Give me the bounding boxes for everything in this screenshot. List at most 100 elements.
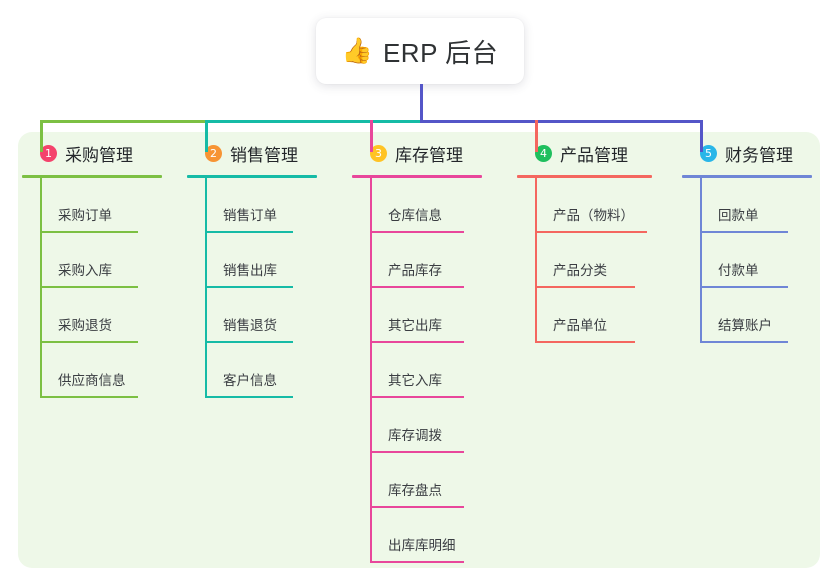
leaf-label: 其它出库 bbox=[388, 318, 442, 333]
leaf-node[interactable]: 产品分类 bbox=[517, 233, 652, 288]
leaf-node[interactable]: 采购入库 bbox=[22, 233, 162, 288]
leaf-node[interactable]: 产品（物料） bbox=[517, 178, 652, 233]
branch-items-3: 仓库信息产品库存其它出库其它入库库存调拨库存盘点出库库明细 bbox=[352, 178, 482, 563]
branch-underline-2 bbox=[187, 175, 317, 178]
leaf-label: 产品（物料） bbox=[553, 208, 634, 223]
bus-segment-indigo bbox=[420, 120, 703, 123]
leaf-underline bbox=[700, 286, 788, 288]
leaf-label: 仓库信息 bbox=[388, 208, 442, 223]
leaf-node[interactable]: 回款单 bbox=[682, 178, 812, 233]
leaf-underline bbox=[205, 396, 293, 398]
root-stem bbox=[420, 84, 423, 123]
leaf-underline bbox=[370, 286, 464, 288]
branch-rail-3 bbox=[370, 178, 372, 563]
leaf-node[interactable]: 客户信息 bbox=[187, 343, 317, 398]
leaf-label: 采购退货 bbox=[58, 318, 112, 333]
root-title: ERP 后台 bbox=[382, 37, 499, 68]
branch-title-4: 产品管理 bbox=[560, 145, 628, 165]
branch-items-5: 回款单付款单结算账户 bbox=[682, 178, 812, 343]
branch-underline-4 bbox=[517, 175, 652, 178]
branch-underline-1 bbox=[22, 175, 162, 178]
leaf-underline bbox=[535, 231, 647, 233]
leaf-node[interactable]: 其它出库 bbox=[352, 288, 482, 343]
branch-column-5: 5 财务管理回款单付款单结算账户 bbox=[682, 139, 812, 343]
branch-items-2: 销售订单销售出库销售退货客户信息 bbox=[187, 178, 317, 398]
branch-drop-4 bbox=[535, 120, 538, 152]
branch-header-2[interactable]: 2 销售管理 bbox=[187, 139, 317, 167]
leaf-node[interactable]: 供应商信息 bbox=[22, 343, 162, 398]
branch-header-5[interactable]: 5 财务管理 bbox=[682, 139, 812, 167]
leaf-underline bbox=[370, 561, 464, 563]
thumbs-up-icon: 👍 bbox=[341, 36, 373, 65]
leaf-underline bbox=[370, 231, 464, 233]
branch-title-2: 销售管理 bbox=[230, 145, 298, 165]
branch-underline-5 bbox=[682, 175, 812, 178]
leaf-underline bbox=[40, 341, 138, 343]
leaf-label: 结算账户 bbox=[718, 318, 772, 333]
leaf-node[interactable]: 采购退货 bbox=[22, 288, 162, 343]
leaf-node[interactable]: 销售退货 bbox=[187, 288, 317, 343]
leaf-node[interactable]: 销售订单 bbox=[187, 178, 317, 233]
branch-badge-5: 5 bbox=[700, 144, 717, 162]
branch-header-1[interactable]: 1 采购管理 bbox=[22, 139, 162, 167]
leaf-node[interactable]: 采购订单 bbox=[22, 178, 162, 233]
branch-badge-4: 4 bbox=[535, 144, 552, 162]
leaf-label: 库存盘点 bbox=[388, 483, 442, 498]
leaf-label: 出库库明细 bbox=[388, 538, 456, 553]
leaf-node[interactable]: 付款单 bbox=[682, 233, 812, 288]
leaf-underline bbox=[40, 231, 138, 233]
leaf-node[interactable]: 其它入库 bbox=[352, 343, 482, 398]
branch-header-4[interactable]: 4 产品管理 bbox=[517, 139, 652, 167]
leaf-label: 库存调拨 bbox=[388, 428, 442, 443]
branch-badge-1: 1 bbox=[40, 144, 57, 162]
leaf-underline bbox=[535, 341, 635, 343]
leaf-label: 客户信息 bbox=[223, 373, 277, 388]
leaf-underline bbox=[535, 286, 635, 288]
branch-column-1: 1 采购管理采购订单采购入库采购退货供应商信息 bbox=[22, 139, 162, 398]
branch-rail-2 bbox=[205, 178, 207, 398]
leaf-node[interactable]: 库存盘点 bbox=[352, 453, 482, 508]
branch-items-4: 产品（物料） 产品分类产品单位 bbox=[517, 178, 652, 343]
leaf-label: 产品库存 bbox=[388, 263, 442, 278]
branch-column-2: 2 销售管理销售订单销售出库销售退货客户信息 bbox=[187, 139, 317, 398]
leaf-node[interactable]: 仓库信息 bbox=[352, 178, 482, 233]
branch-underline-3 bbox=[352, 175, 482, 178]
leaf-label: 采购订单 bbox=[58, 208, 112, 223]
leaf-underline bbox=[700, 341, 788, 343]
leaf-node[interactable]: 产品单位 bbox=[517, 288, 652, 343]
leaf-label: 销售订单 bbox=[223, 208, 277, 223]
leaf-underline bbox=[370, 451, 464, 453]
bus-segment-teal bbox=[205, 120, 423, 123]
leaf-underline bbox=[370, 396, 464, 398]
leaf-node[interactable]: 库存调拨 bbox=[352, 398, 482, 453]
leaf-underline bbox=[205, 231, 293, 233]
leaf-node[interactable]: 结算账户 bbox=[682, 288, 812, 343]
leaf-label: 销售出库 bbox=[223, 263, 277, 278]
leaf-node[interactable]: 出库库明细 bbox=[352, 508, 482, 563]
branch-items-1: 采购订单采购入库采购退货供应商信息 bbox=[22, 178, 162, 398]
leaf-node[interactable]: 产品库存 bbox=[352, 233, 482, 288]
leaf-underline bbox=[205, 286, 293, 288]
leaf-label: 产品单位 bbox=[553, 318, 607, 333]
leaf-underline bbox=[700, 231, 788, 233]
branch-badge-3: 3 bbox=[370, 144, 387, 162]
branch-rail-4 bbox=[535, 178, 537, 343]
leaf-label: 回款单 bbox=[718, 208, 759, 223]
leaf-label: 付款单 bbox=[718, 263, 759, 278]
leaf-underline bbox=[205, 341, 293, 343]
leaf-underline bbox=[40, 396, 138, 398]
leaf-label: 销售退货 bbox=[223, 318, 277, 333]
leaf-label: 产品分类 bbox=[553, 263, 607, 278]
branch-badge-2: 2 bbox=[205, 144, 222, 162]
branch-title-1: 采购管理 bbox=[65, 145, 133, 165]
branch-title-5: 财务管理 bbox=[725, 145, 793, 165]
leaf-node[interactable]: 销售出库 bbox=[187, 233, 317, 288]
branch-drop-2 bbox=[205, 120, 208, 152]
branch-drop-3 bbox=[370, 120, 373, 152]
bus-segment-green bbox=[40, 120, 208, 123]
root-node[interactable]: 👍 ERP 后台 bbox=[316, 18, 524, 84]
leaf-underline bbox=[370, 341, 464, 343]
